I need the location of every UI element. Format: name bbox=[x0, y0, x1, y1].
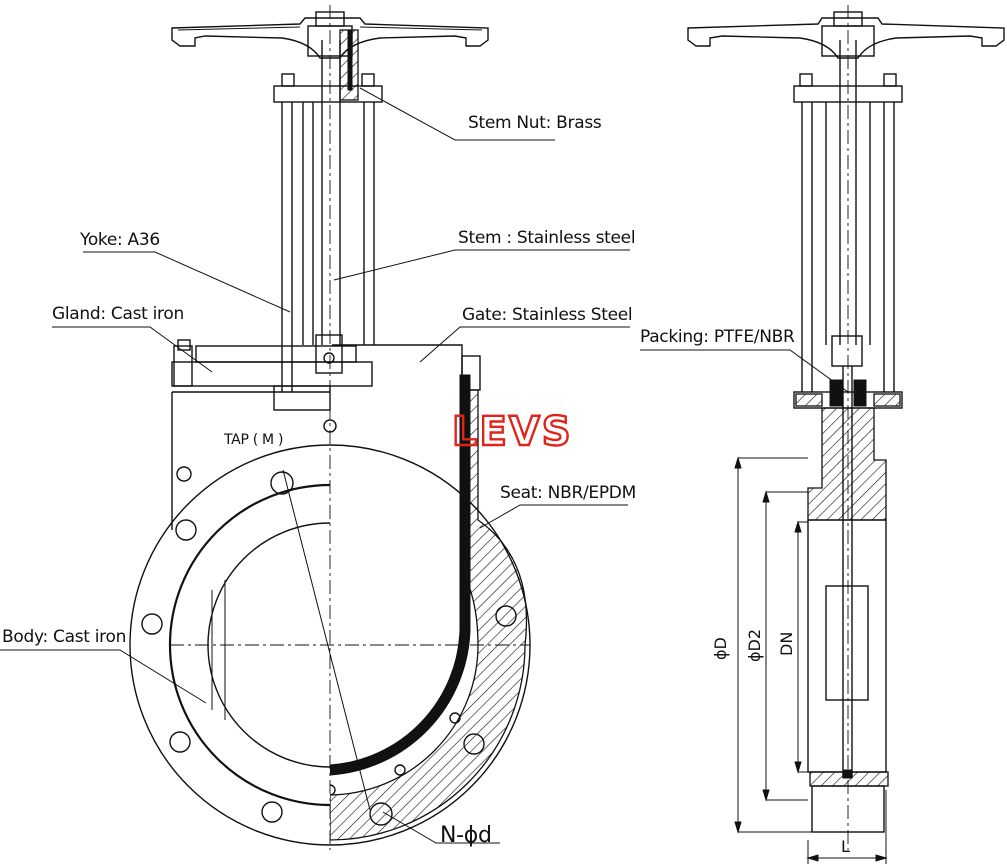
yoke bbox=[281, 102, 375, 392]
label-tap: TAP ( M ) bbox=[223, 432, 283, 448]
dim-bolt-circle: ϕD2 bbox=[745, 629, 764, 662]
dim-length: L bbox=[841, 837, 850, 856]
dimension-lines bbox=[734, 456, 888, 864]
label-stem-nut: Stem Nut: Brass bbox=[468, 113, 602, 133]
valve-body bbox=[171, 391, 337, 530]
side-view bbox=[687, 5, 1005, 864]
label-gate: Gate: Stainless Steel bbox=[462, 305, 632, 325]
dim-outer-diameter: ϕD bbox=[711, 637, 730, 660]
label-packing: Packing: PTFE/NBR bbox=[640, 327, 795, 347]
label-bolt-holes: N-ϕd bbox=[440, 823, 492, 848]
leader-lines bbox=[0, 87, 849, 844]
front-view: LEVS bbox=[129, 5, 573, 850]
dim-nominal: DN bbox=[777, 632, 796, 656]
label-gland: Gland: Cast iron bbox=[52, 304, 184, 324]
label-body: Body: Cast iron bbox=[2, 627, 126, 647]
label-seat: Seat: NBR/EPDM bbox=[500, 483, 636, 503]
label-yoke: Yoke: A36 bbox=[79, 230, 160, 250]
label-stem: Stem : Stainless steel bbox=[458, 228, 635, 248]
stem bbox=[315, 40, 343, 374]
brand-logo: LEVS bbox=[452, 409, 573, 455]
gland bbox=[171, 339, 373, 411]
stem-nut bbox=[273, 29, 383, 103]
